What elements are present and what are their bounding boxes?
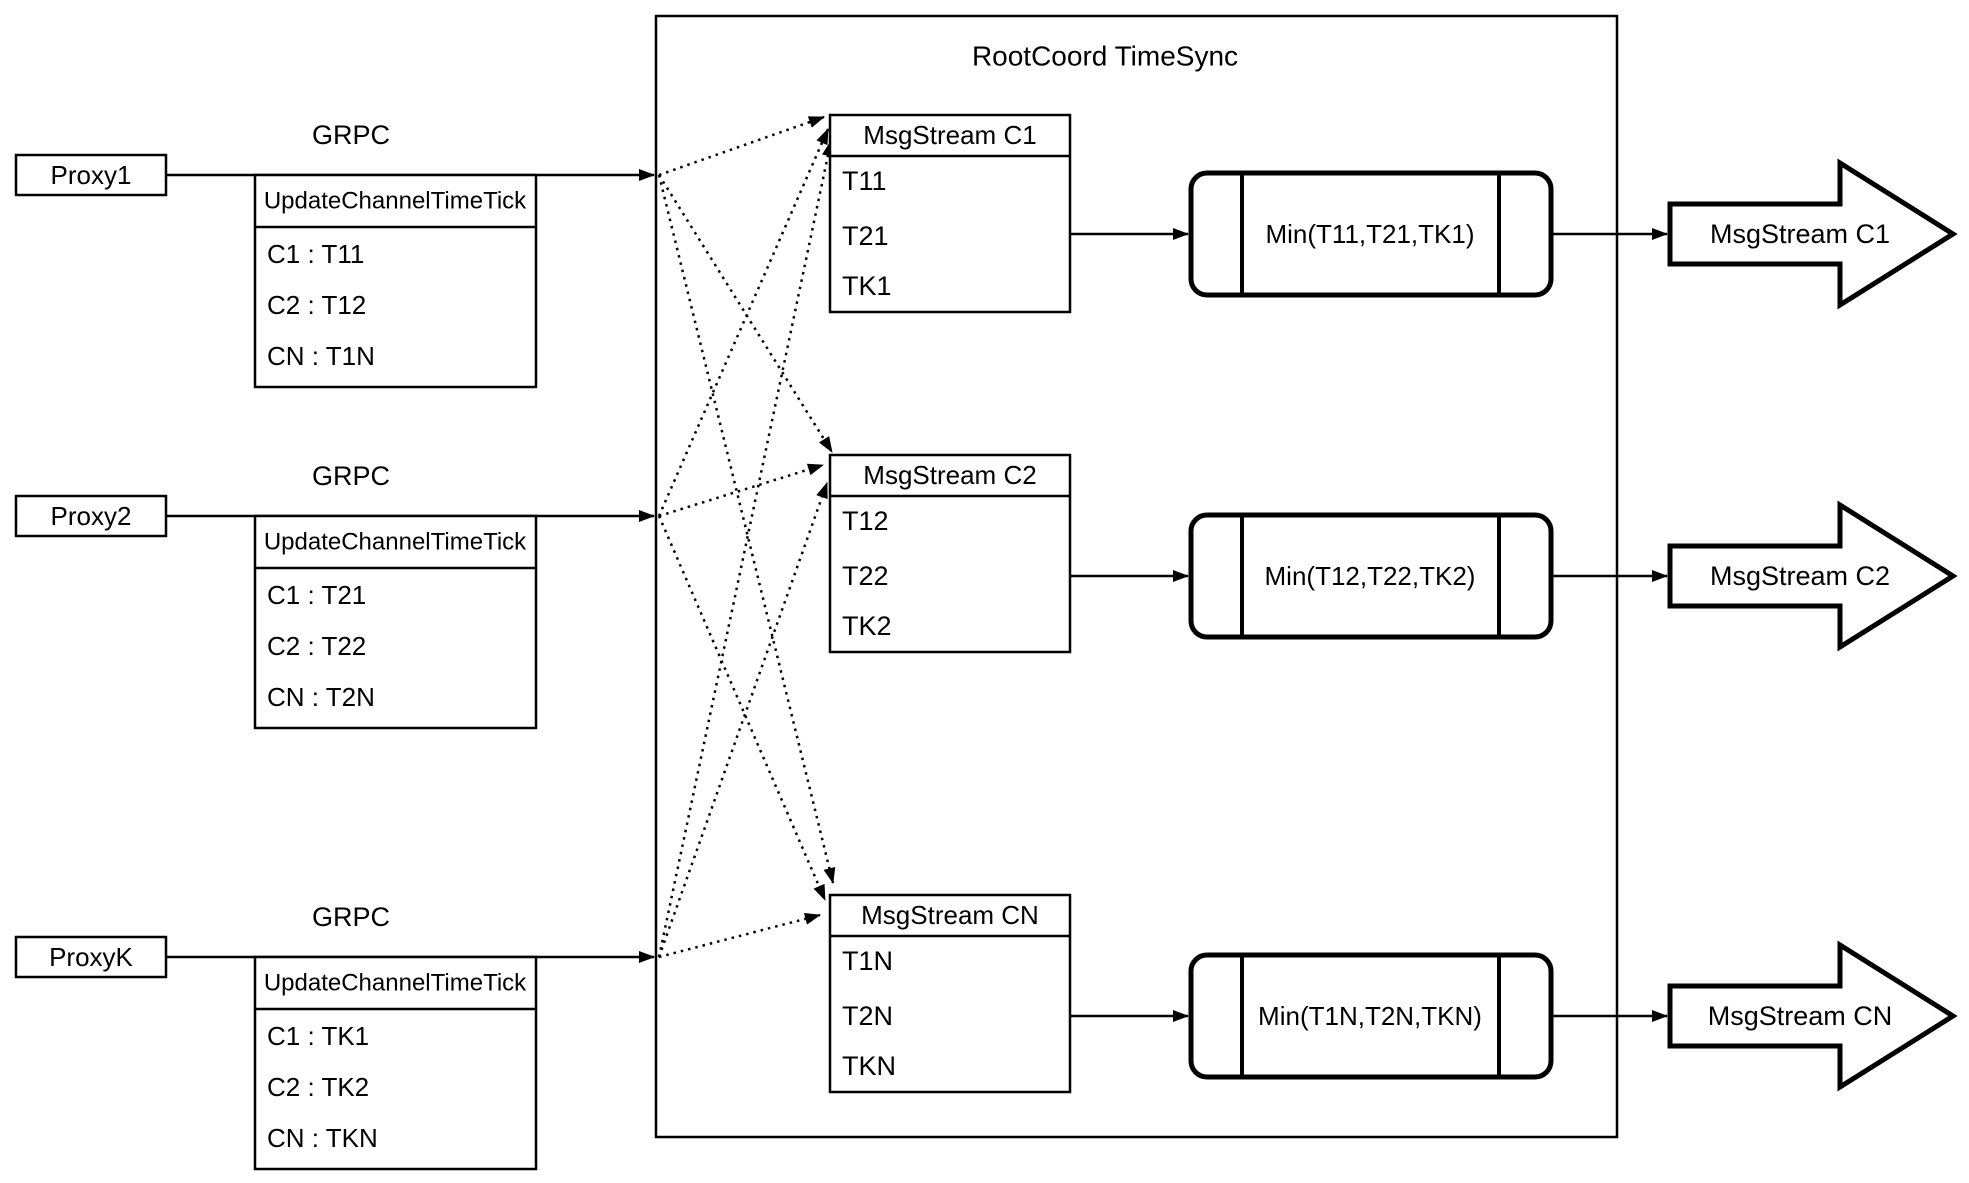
timestamp-text: T11 xyxy=(842,166,887,196)
proxy-row-2: Proxy2 GRPC UpdateChannelTimeTick C1 : T… xyxy=(14,461,655,730)
timestamp-text: T22 xyxy=(842,561,889,591)
min-label: Min(T11,T21,TK1) xyxy=(1265,219,1474,249)
dotted-arrow xyxy=(657,140,834,958)
timestamp-text: T21 xyxy=(842,221,889,251)
msgstream-table-header: MsgStream C1 xyxy=(863,120,1036,150)
table-row-text: C2 : T12 xyxy=(267,290,366,320)
update-timetick-table xyxy=(253,173,538,389)
timestamp-text: TK1 xyxy=(842,271,892,301)
proxy-box xyxy=(14,494,168,538)
dotted-arrow xyxy=(657,128,830,517)
timestamp-text: TKN xyxy=(842,1051,896,1081)
output-arrow xyxy=(1667,500,1958,652)
timestamp-text: T12 xyxy=(842,506,889,536)
proxy-label: Proxy2 xyxy=(51,501,132,531)
msgstream-table xyxy=(828,113,1072,314)
table-row-text: C1 : TK1 xyxy=(267,1021,369,1051)
msgstream-table-header: MsgStream C2 xyxy=(863,460,1036,490)
table-row-text: CN : TKN xyxy=(267,1123,378,1153)
proxy-row-k: ProxyK GRPC UpdateChannelTimeTick C1 : T… xyxy=(14,902,655,1171)
table-row-text: CN : T2N xyxy=(267,682,375,712)
timestamp-text: T1N xyxy=(842,946,893,976)
dotted-arrow xyxy=(657,515,827,901)
channel-row-cn: MsgStream CN T1N T2N TKN Min(T1N,T2N,TKN… xyxy=(828,893,1958,1094)
timestamp-text: T2N xyxy=(842,1001,893,1031)
output-arrow xyxy=(1667,940,1958,1092)
dotted-arrow xyxy=(657,174,834,453)
dotted-arrow xyxy=(658,912,821,959)
min-label: Min(T12,T22,TK2) xyxy=(1265,561,1476,591)
table-header: UpdateChannelTimeTick xyxy=(264,188,527,215)
table-row-text: CN : T1N xyxy=(267,341,375,371)
msgstream-table-header: MsgStream CN xyxy=(861,900,1039,930)
table-row-text: C2 : T22 xyxy=(267,631,366,661)
output-arrow-label: MsgStream C2 xyxy=(1710,561,1890,591)
grpc-label: GRPC xyxy=(312,120,390,150)
proxy-box xyxy=(14,153,168,197)
msgstream-table xyxy=(828,453,1072,654)
dotted-arrow xyxy=(657,174,836,884)
msgstream-table xyxy=(828,893,1072,1094)
grpc-label: GRPC xyxy=(312,461,390,491)
update-timetick-table xyxy=(253,514,538,730)
table-row-text: C1 : T11 xyxy=(267,239,364,269)
rootcoord-title: RootCoord TimeSync xyxy=(972,41,1238,72)
grpc-label: GRPC xyxy=(312,902,390,932)
channel-row-c1: MsgStream C1 T11 T21 TK1 Min(T11,T21,TK1… xyxy=(828,113,1958,314)
dotted-arrow xyxy=(658,463,824,518)
dotted-arrow xyxy=(657,482,829,958)
output-arrow-label: MsgStream CN xyxy=(1708,1001,1893,1031)
proxy-label: Proxy1 xyxy=(51,160,132,190)
proxy-label: ProxyK xyxy=(49,942,133,972)
table-header: UpdateChannelTimeTick xyxy=(264,970,527,997)
dotted-arrow xyxy=(658,115,825,177)
timestamp-text: TK2 xyxy=(842,611,892,641)
table-row-text: C1 : T21 xyxy=(267,580,366,610)
table-header: UpdateChannelTimeTick xyxy=(264,529,527,556)
output-arrow-label: MsgStream C1 xyxy=(1710,219,1890,249)
timetick-fanout-arrows xyxy=(657,115,836,959)
table-row-text: C2 : TK2 xyxy=(267,1072,369,1102)
update-timetick-table xyxy=(253,955,538,1171)
output-arrow xyxy=(1667,158,1958,310)
min-label: Min(T1N,T2N,TKN) xyxy=(1258,1001,1482,1031)
proxy-row-1: Proxy1 GRPC UpdateChannelTimeTick C1 : T… xyxy=(14,120,655,389)
channel-row-c2: MsgStream C2 T12 T22 TK2 Min(T12,T22,TK2… xyxy=(828,453,1958,654)
